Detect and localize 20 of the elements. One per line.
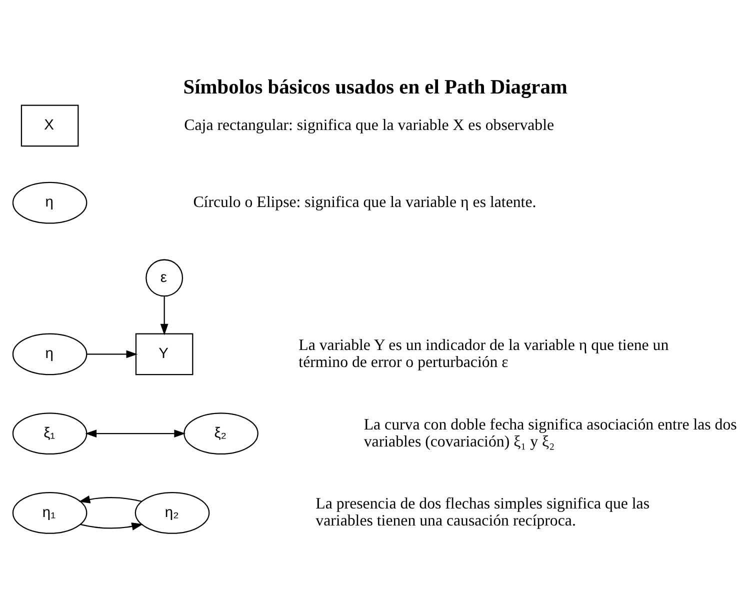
label: La curva con doble fecha significa asociación entre las dos variables (covariación) ξ₁ y ξ₂	[364, 416, 737, 450]
node-ellipse: ξ₁	[12, 412, 88, 455]
node-circle: ε	[146, 259, 184, 297]
node-box: Y	[135, 333, 194, 376]
node-ellipse: η	[12, 333, 88, 376]
node-ellipse: η₁	[12, 492, 88, 534]
arrow	[78, 496, 142, 504]
arrow	[160, 296, 168, 336]
node-box: X	[20, 104, 79, 147]
label: La variable Y es un indicador de la variable η que tiene un término de error o perturbación ε	[298, 336, 669, 371]
node-ellipse: η₂	[134, 492, 210, 534]
node-ellipse: η	[12, 182, 88, 224]
node-ellipse: ξ₂	[184, 412, 258, 455]
arrow	[85, 430, 186, 438]
arrow	[86, 350, 138, 358]
arrow	[80, 522, 144, 530]
diagram-title: Símbolos básicos usados en el Path Diagram	[183, 76, 568, 98]
label: Caja rectangular: significa que la variable X es observable	[184, 116, 554, 134]
label: La presencia de dos flechas simples significa que las variables tienen una causación recíproca.	[316, 496, 650, 530]
label: Círculo o Elipse: significa que la variable η es latente.	[193, 194, 536, 211]
